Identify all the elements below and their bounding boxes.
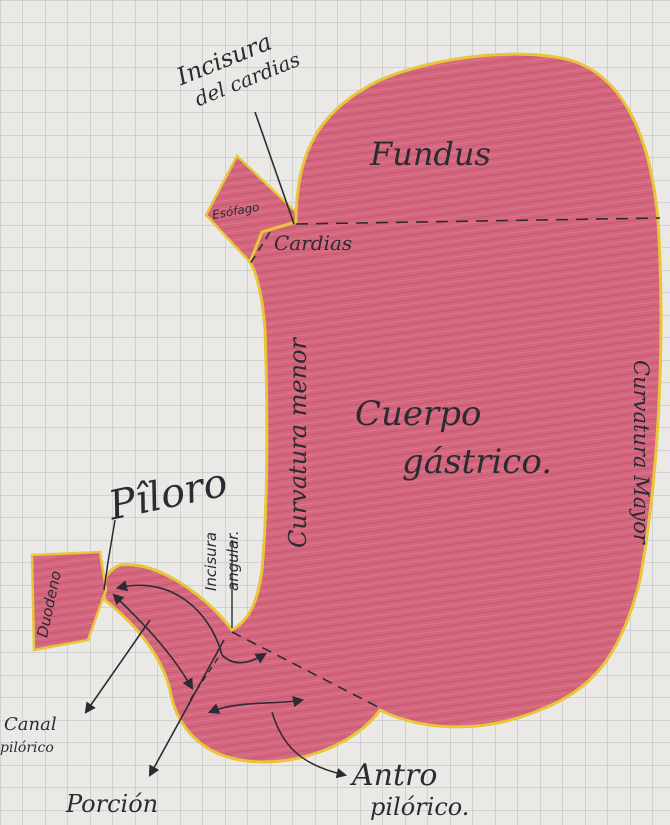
curvatura-mayor-label: Curvatura Mayor	[629, 360, 653, 546]
cardias-label: Cardias	[274, 231, 352, 255]
porcion-label: Porción	[65, 790, 158, 818]
fundus-label: Fundus	[369, 135, 491, 173]
curvatura-menor-label: Curvatura menor	[284, 336, 312, 548]
